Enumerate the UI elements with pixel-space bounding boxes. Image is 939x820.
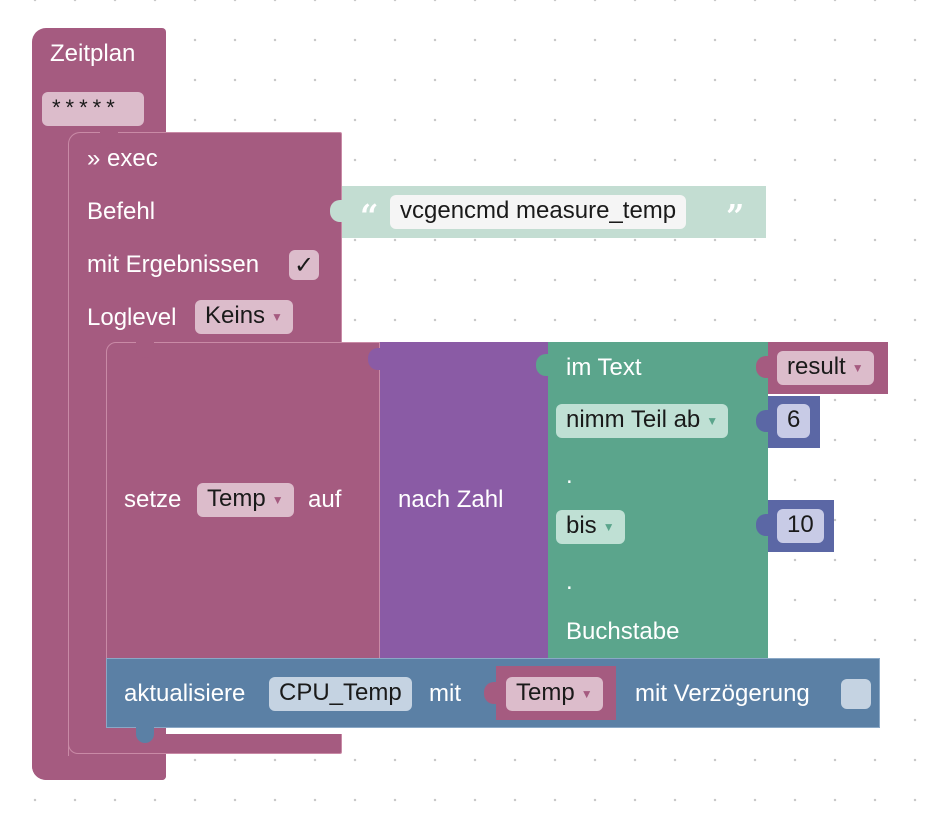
to-number-label: nach Zahl xyxy=(398,486,504,513)
update-value-connector xyxy=(484,682,496,704)
from-number-connector xyxy=(756,410,768,432)
command-text-connector xyxy=(330,200,342,222)
to-number-field[interactable]: 10 xyxy=(777,509,824,543)
set-variable-dropdown[interactable]: Temp ▼ xyxy=(197,483,294,517)
update-label: aktualisiere xyxy=(124,680,246,707)
close-quote-icon: ” xyxy=(726,197,745,235)
result-connector xyxy=(756,356,768,378)
substring-from-mode: nimm Teil ab xyxy=(566,406,701,433)
with-results-label: mit Ergebnissen xyxy=(87,251,260,278)
checkmark-icon: ✓ xyxy=(293,251,315,279)
result-variable-dropdown[interactable]: result ▼ xyxy=(777,351,874,385)
update-block-notch xyxy=(136,727,154,743)
delay-checkbox[interactable] xyxy=(841,679,871,709)
result-variable-value: result xyxy=(787,353,846,380)
loglevel-dropdown[interactable]: Keins ▼ xyxy=(195,300,293,334)
set-block-notch xyxy=(136,342,154,358)
to-number-field-value: 10 xyxy=(787,511,814,538)
set-variable-value: Temp xyxy=(207,485,266,512)
substring-block[interactable] xyxy=(548,342,768,660)
schedule-block-bottom-edge xyxy=(32,762,166,780)
from-number-field[interactable]: 6 xyxy=(777,404,811,438)
substring-to-mode: bis xyxy=(566,512,597,539)
in-text-label: im Text xyxy=(566,354,642,381)
update-value-dropdown[interactable]: Temp ▼ xyxy=(506,677,603,711)
delay-label: mit Verzögerung xyxy=(635,680,810,707)
cron-value: ***** xyxy=(52,95,120,120)
substring-to-dropdown[interactable]: bis ▼ xyxy=(556,510,625,544)
dropdown-arrow-icon: ▼ xyxy=(602,519,615,534)
schedule-title: Zeitplan xyxy=(50,40,136,67)
set-label: setze xyxy=(124,486,182,513)
command-text-value: vcgencmd measure_temp xyxy=(400,197,677,224)
cron-field[interactable]: ***** xyxy=(42,92,144,126)
substring-suffix: Buchstabe xyxy=(566,618,680,645)
update-with-label: mit xyxy=(429,680,461,707)
exec-block-footer xyxy=(68,734,342,754)
update-state-value: CPU_Temp xyxy=(279,679,402,706)
dropdown-arrow-icon: ▼ xyxy=(706,413,719,428)
command-label: Befehl xyxy=(87,198,156,225)
substring-dot-2: . xyxy=(566,568,573,595)
substring-dot-1: . xyxy=(566,462,573,489)
update-value-variable: Temp xyxy=(516,679,575,706)
substring-connector xyxy=(536,354,548,376)
dropdown-arrow-icon: ▼ xyxy=(271,492,284,507)
substring-from-dropdown[interactable]: nimm Teil ab ▼ xyxy=(556,404,729,438)
dropdown-arrow-icon: ▼ xyxy=(271,309,283,324)
to-number-connector xyxy=(368,348,380,370)
update-state-field[interactable]: CPU_Temp xyxy=(269,677,412,711)
set-suffix: auf xyxy=(308,486,342,513)
open-quote-icon: “ xyxy=(360,197,379,235)
to-number-block[interactable] xyxy=(380,342,548,660)
to-number-value-connector xyxy=(756,514,768,536)
exec-title: » exec xyxy=(87,145,158,172)
exec-block-left-arm xyxy=(68,340,106,756)
loglevel-label: Loglevel xyxy=(87,304,177,331)
command-text-field[interactable]: vcgencmd measure_temp xyxy=(390,195,687,229)
with-results-checkbox[interactable]: ✓ xyxy=(289,250,319,280)
exec-top-notch xyxy=(100,132,118,148)
dropdown-arrow-icon: ▼ xyxy=(580,686,593,701)
loglevel-value: Keins xyxy=(205,302,266,329)
dropdown-arrow-icon: ▼ xyxy=(851,360,864,375)
from-number-value: 6 xyxy=(787,406,801,433)
